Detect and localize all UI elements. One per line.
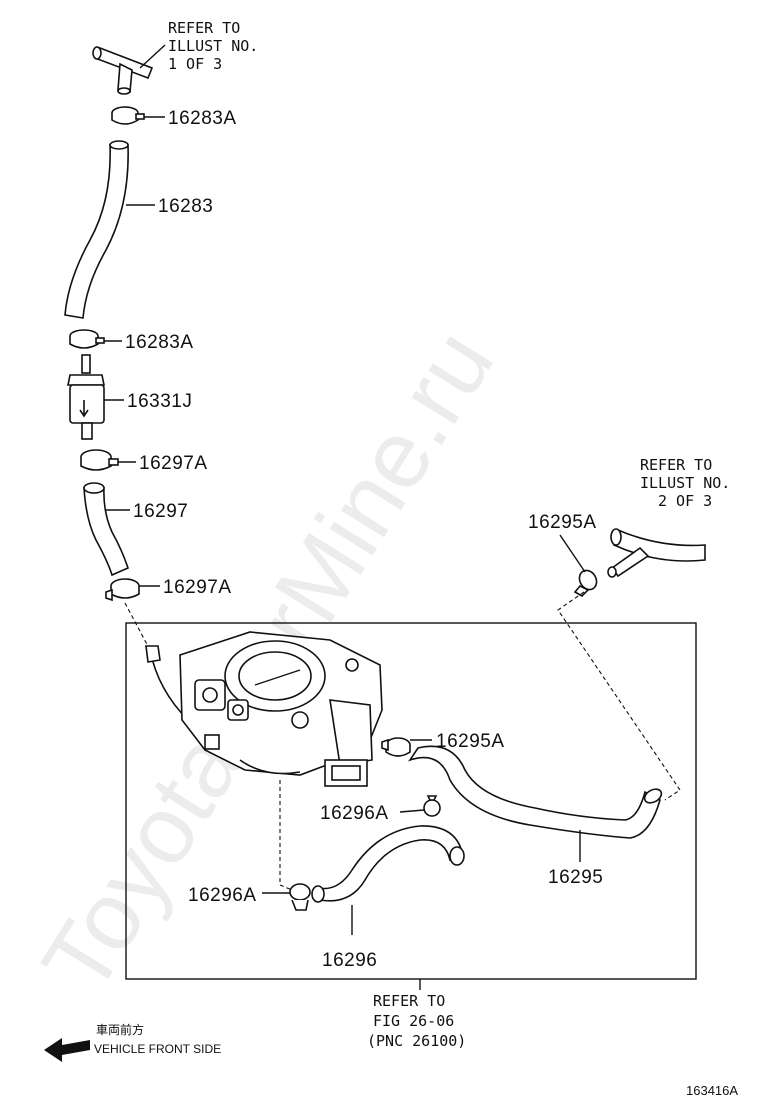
assembly-box [125, 622, 697, 980]
hose-16295 [408, 745, 663, 839]
vehicle-front-arrow-icon [44, 1038, 90, 1062]
clip-16296A-lower [289, 883, 311, 911]
clip-16296A-upper [423, 795, 441, 817]
filter-16331J [67, 354, 105, 440]
label-16295A-mid: 16295A [436, 731, 505, 752]
label-16295A-top: 16295A [528, 512, 597, 533]
clip-16297A-bottom [105, 578, 140, 602]
label-16283: 16283 [158, 196, 213, 217]
refer-top-line3: 1 OF 3 [168, 55, 222, 73]
refer-bottom-line3: (PNC 26100) [367, 1032, 466, 1050]
hose-16283 [64, 140, 129, 319]
throttle-body [145, 631, 383, 787]
refer-right-line1: REFER TO [640, 456, 712, 474]
label-16296: 16296 [322, 950, 377, 971]
refer-bottom-line2: FIG 26-06 [373, 1012, 454, 1030]
label-16295: 16295 [548, 867, 603, 888]
label-16283A-top: 16283A [168, 108, 237, 129]
label-16297A-top: 16297A [139, 453, 208, 474]
clip-16283A-top [111, 106, 145, 125]
hose-16297 [83, 482, 129, 577]
clip-16295A-top [573, 569, 598, 597]
clip-16297A-top [80, 449, 119, 471]
t-pipe-right [607, 528, 706, 578]
figure-code: 163416A [686, 1083, 738, 1098]
refer-right-line2: ILLUST NO. [640, 474, 730, 492]
legend-jp: 車両前方 [96, 1022, 144, 1037]
clip-16295A-mid [381, 737, 411, 757]
refer-top-line1: REFER TO [168, 19, 240, 37]
label-16331J: 16331J [127, 391, 192, 412]
label-16296A-upper: 16296A [320, 803, 389, 824]
label-16297: 16297 [133, 501, 188, 522]
clip-16283A-bottom [69, 329, 105, 349]
label-16297A-bottom: 16297A [163, 577, 232, 598]
label-16296A-lower: 16296A [188, 885, 257, 906]
t-pipe-top [92, 46, 154, 95]
label-16283A-bottom: 16283A [125, 332, 194, 353]
refer-right-line3: 2 OF 3 [658, 492, 712, 510]
refer-bottom-line1: REFER TO [373, 992, 445, 1010]
hose-16296 [311, 825, 465, 903]
legend-en: VEHICLE FRONT SIDE [94, 1042, 221, 1056]
refer-top-line2: ILLUST NO. [168, 37, 258, 55]
